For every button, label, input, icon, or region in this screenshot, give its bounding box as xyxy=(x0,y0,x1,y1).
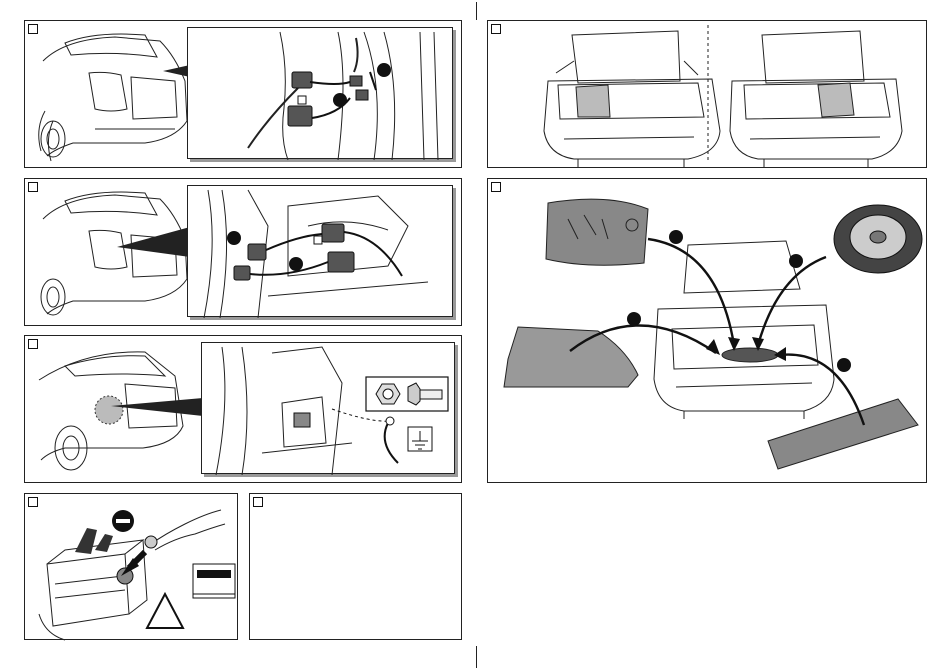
step-3-panel xyxy=(24,335,462,483)
step-1-connector-drawing xyxy=(188,28,454,160)
step-2-connector-drawing xyxy=(188,186,454,318)
step-5-panel xyxy=(249,493,462,640)
step-7-panel xyxy=(487,178,927,483)
center-rule-top xyxy=(476,2,477,20)
battery-minus-icon xyxy=(112,510,134,532)
step-3-ground-drawing xyxy=(202,343,456,475)
trunk-tool-tray xyxy=(546,199,648,265)
step-4-battery-illustration xyxy=(25,494,239,641)
step-1-panel xyxy=(24,20,462,168)
step-4-panel xyxy=(24,493,238,640)
step-6-panel xyxy=(487,20,927,168)
spare-tire xyxy=(834,205,922,273)
step-2-detail-inset xyxy=(187,185,453,317)
manual-reference-icon xyxy=(193,564,235,598)
warning-triangle-icon xyxy=(147,594,183,628)
trunk-floor-carpet xyxy=(504,327,638,387)
step-3-detail-inset xyxy=(201,342,455,474)
step-6-trunk-panels-illustration xyxy=(488,21,928,169)
step-2-panel xyxy=(24,178,462,326)
rear-trim-panel xyxy=(768,399,918,469)
ground-symbol-icon xyxy=(408,427,432,451)
step-5-number-box xyxy=(253,497,263,507)
step-7-trunk-floor-illustration xyxy=(488,179,928,484)
center-rule-bottom xyxy=(476,646,477,668)
step-1-detail-inset xyxy=(187,27,453,159)
